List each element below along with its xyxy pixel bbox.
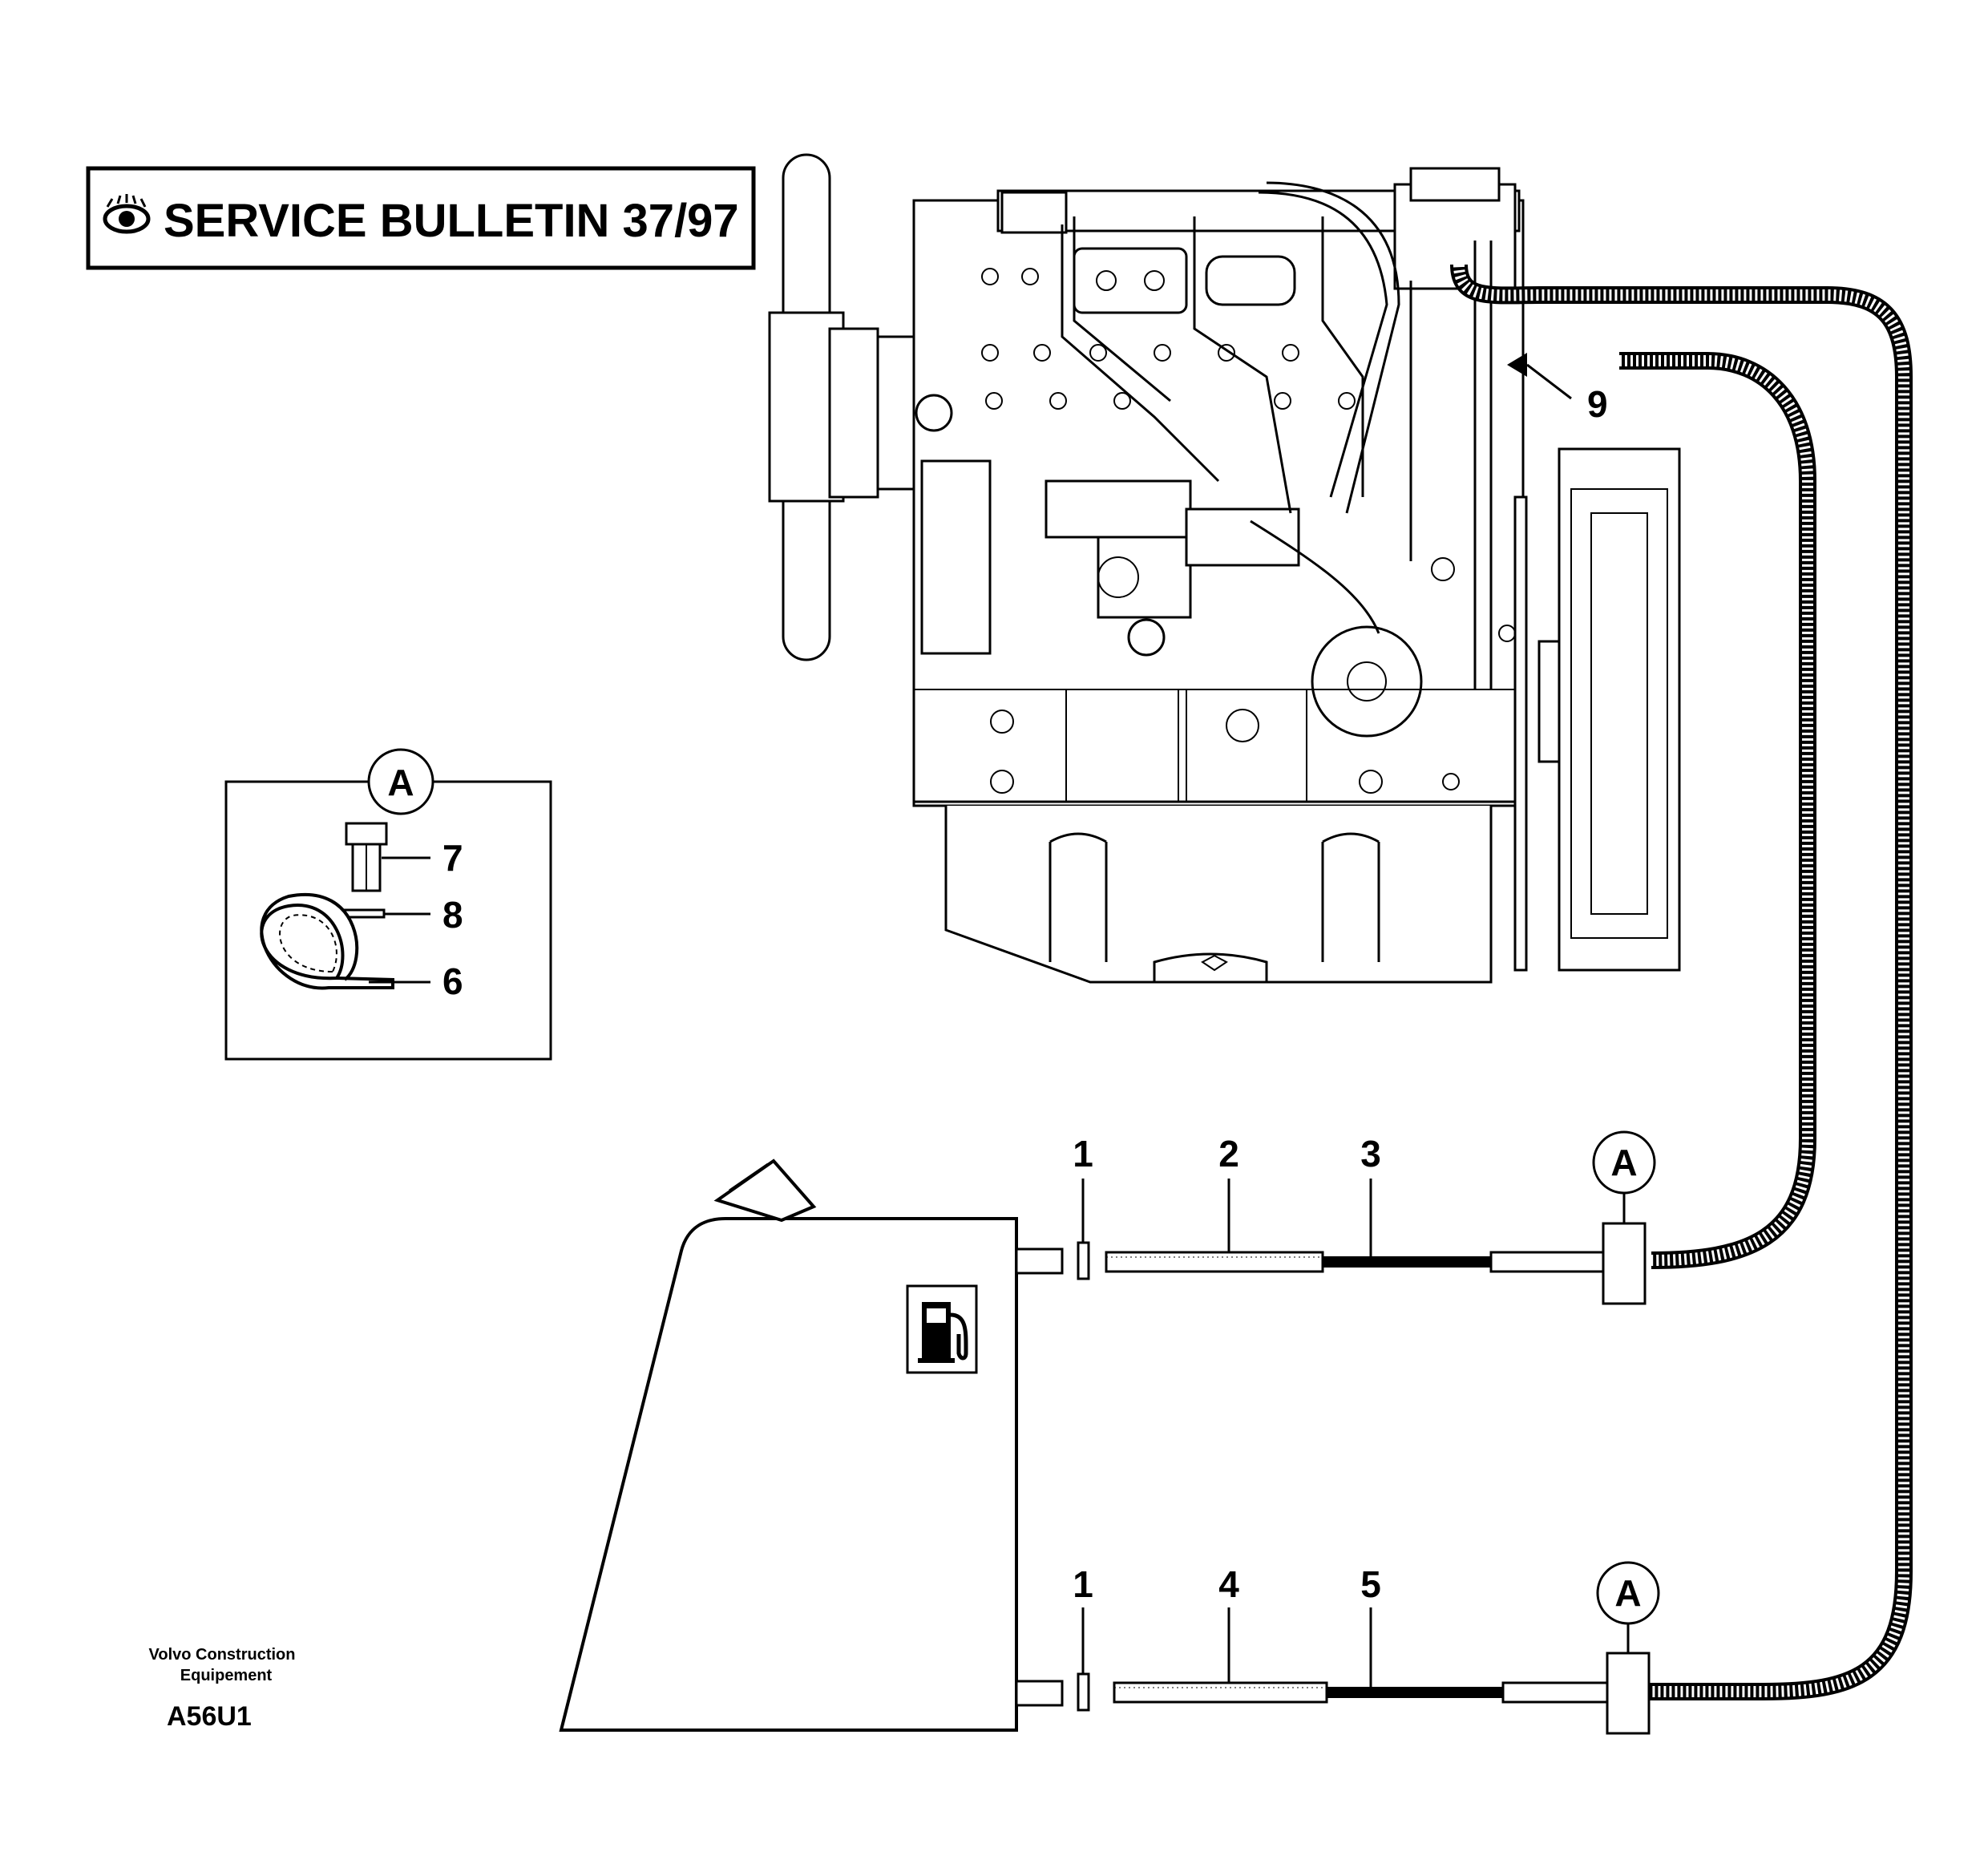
detail-box-marker: A [387, 762, 414, 803]
upper-label-1: 1 [1073, 1133, 1093, 1175]
upper-marker-a: A [1610, 1142, 1637, 1183]
hose-clamp-icon [260, 892, 394, 990]
callout-9: 9 [1587, 383, 1608, 425]
company-name-line2: Equipement [180, 1667, 273, 1684]
upper-label-3: 3 [1360, 1133, 1381, 1175]
supply-hose [1619, 352, 1816, 1269]
footer: Volvo Construction Equipement A56U1 [149, 1646, 296, 1732]
upper-fuel-line: 1 2 3 A [1073, 1130, 1656, 1305]
detail-label-8: 8 [442, 894, 463, 936]
bulletin-title: SERVICE BULLETIN 37/97 [164, 195, 739, 247]
eye-icon [103, 194, 151, 234]
drawing-code: A56U1 [167, 1701, 252, 1732]
lower-label-4: 4 [1218, 1563, 1239, 1605]
upper-label-2: 2 [1218, 1133, 1239, 1175]
return-hose [1450, 264, 1913, 1700]
engine-illustration: 9 [768, 153, 1681, 984]
lower-marker-a: A [1614, 1572, 1641, 1614]
service-bulletin-header: SERVICE BULLETIN 37/97 [86, 166, 756, 270]
lower-label-1: 1 [1073, 1563, 1093, 1605]
detail-label-6: 6 [442, 960, 463, 1002]
detail-box-a: A 7 8 6 [224, 748, 552, 1061]
fuel-tank [559, 1158, 1064, 1732]
lower-label-5: 5 [1360, 1563, 1381, 1605]
company-name-line1: Volvo Construction [149, 1646, 296, 1664]
detail-label-7: 7 [442, 837, 463, 879]
lower-fuel-line: 1 4 5 A [1073, 1561, 1660, 1735]
bolt-icon [345, 822, 388, 892]
fuel-pump-icon [906, 1284, 978, 1374]
